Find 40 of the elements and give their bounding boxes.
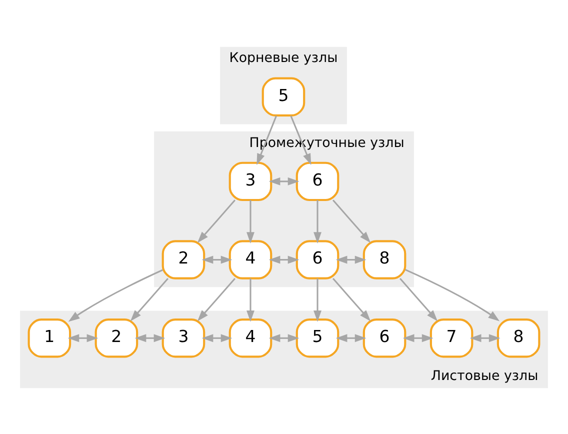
arrow bbox=[197, 199, 236, 242]
node-box: 3 bbox=[228, 161, 272, 200]
node-box: 4 bbox=[228, 318, 272, 358]
arrow bbox=[336, 334, 366, 342]
arrow bbox=[314, 278, 322, 322]
node-box: 7 bbox=[430, 318, 474, 358]
node-box: 1 bbox=[28, 318, 72, 358]
arrow bbox=[268, 334, 300, 342]
node-box: 4 bbox=[228, 240, 272, 279]
node-box: 2 bbox=[94, 318, 138, 358]
node-box: 5 bbox=[296, 318, 340, 358]
node-box: 8 bbox=[496, 318, 540, 358]
arrow bbox=[268, 176, 300, 185]
arrow bbox=[68, 334, 98, 342]
arrow bbox=[202, 334, 232, 342]
arrow bbox=[336, 255, 366, 264]
arrow bbox=[202, 255, 232, 264]
arrow bbox=[400, 278, 438, 321]
arrow bbox=[332, 278, 371, 321]
node-box: 2 bbox=[162, 240, 206, 279]
node-box: 5 bbox=[262, 76, 306, 116]
arrow bbox=[314, 200, 322, 243]
node-box: 3 bbox=[162, 318, 206, 358]
node-box: 6 bbox=[296, 240, 340, 279]
arrow bbox=[290, 115, 312, 164]
arrow bbox=[332, 199, 371, 242]
node-box: 6 bbox=[296, 161, 340, 200]
arrow bbox=[470, 334, 500, 342]
arrow bbox=[134, 334, 166, 342]
arrow bbox=[246, 278, 254, 322]
arrow bbox=[404, 268, 500, 321]
arrow bbox=[246, 200, 254, 243]
node-box: 6 bbox=[362, 318, 406, 358]
arrow bbox=[402, 334, 434, 342]
arrow bbox=[130, 278, 168, 321]
arrow bbox=[268, 255, 300, 264]
node-box: 8 bbox=[362, 240, 406, 279]
arrow bbox=[197, 278, 236, 321]
arrow bbox=[68, 268, 163, 322]
arrow bbox=[256, 115, 278, 164]
